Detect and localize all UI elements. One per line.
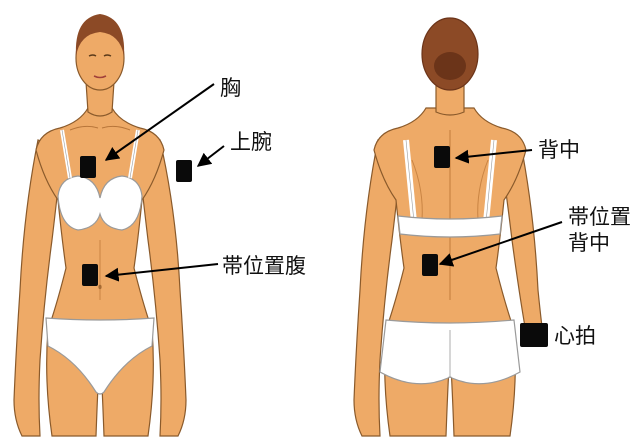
back-bra-band bbox=[398, 216, 502, 237]
label-belt-back: 帯位置 背中 bbox=[568, 204, 631, 256]
sensor-upper-back bbox=[434, 146, 450, 168]
label-heartbeat: 心拍 bbox=[554, 324, 596, 348]
label-chest: 胸 bbox=[220, 76, 241, 100]
arrow-upper-arm bbox=[198, 146, 224, 166]
sensor-heartbeat bbox=[520, 323, 548, 347]
sensor-belt-abdomen bbox=[82, 264, 98, 286]
sensor-upper-arm bbox=[176, 160, 192, 182]
back-figure bbox=[354, 18, 544, 436]
label-belt-back-line2: 背中 bbox=[568, 230, 631, 256]
label-upper-back: 背中 bbox=[538, 138, 580, 162]
front-figure bbox=[14, 14, 186, 436]
sensor-chest bbox=[80, 156, 96, 178]
label-belt-back-line1: 帯位置 bbox=[568, 204, 631, 230]
label-upper-arm: 上腕 bbox=[230, 130, 272, 154]
sensor-belt-back bbox=[422, 254, 438, 276]
label-belt-abdomen: 帯位置腹 bbox=[222, 254, 306, 278]
